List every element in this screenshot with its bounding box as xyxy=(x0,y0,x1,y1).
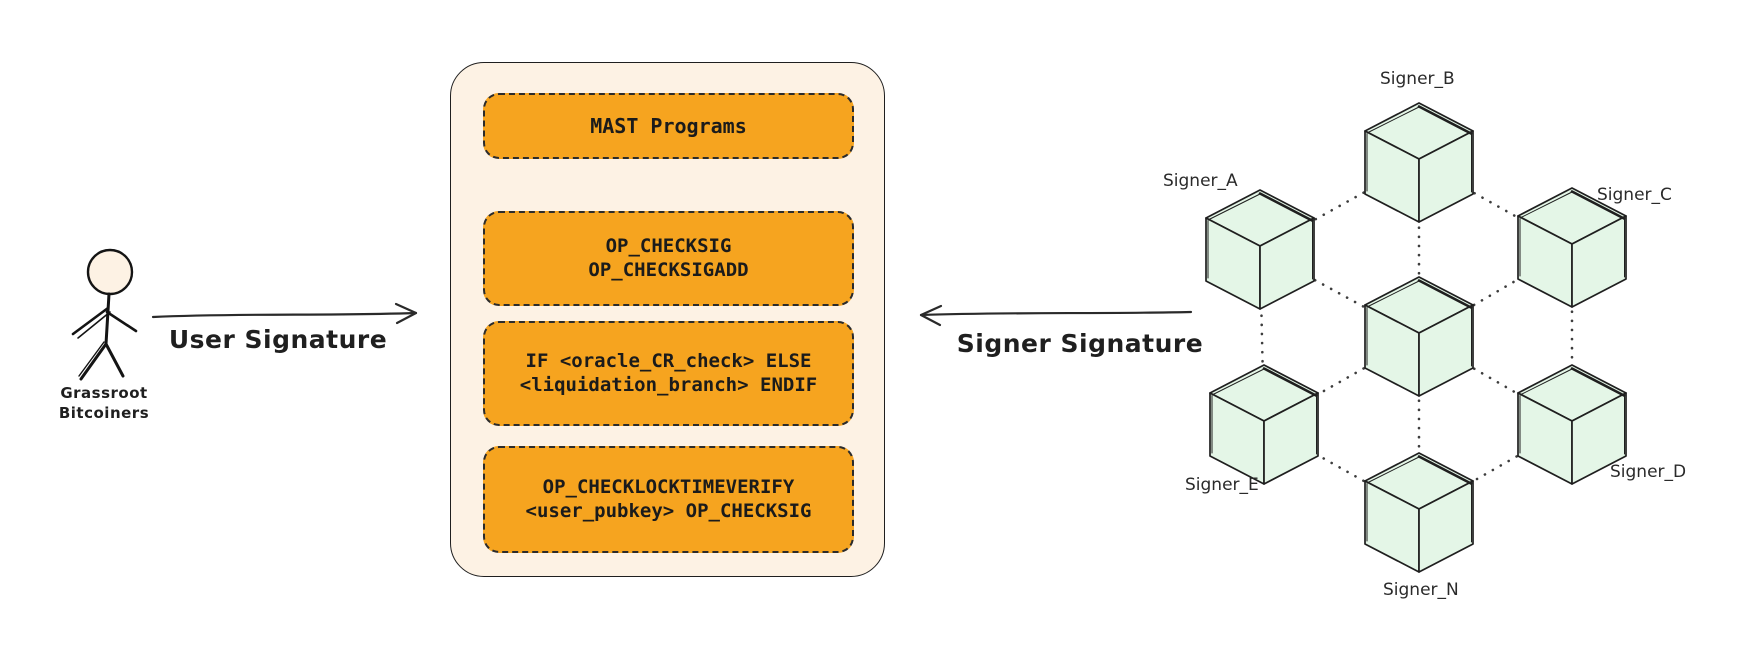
timelock-label: OP_CHECKLOCKTIMEVERIFY <user_pubkey> OP_… xyxy=(525,476,812,522)
checksig-box: OP_CHECKSIG OP_CHECKSIGADD xyxy=(483,211,854,306)
signer-d-label: Signer_D xyxy=(1610,462,1687,482)
user-signature-label: User Signature xyxy=(168,325,388,354)
signer-b-label: Signer_B xyxy=(1380,69,1455,89)
signer-cube-n xyxy=(1363,451,1475,574)
signer-signature-arrow xyxy=(919,304,1193,327)
signer-cube-e xyxy=(1208,363,1320,486)
oracle-branch-box: IF <oracle_CR_check> ELSE <liquidation_b… xyxy=(483,321,854,426)
signer-signature-label: Signer Signature xyxy=(956,329,1204,358)
signer-a-label: Signer_A xyxy=(1163,171,1238,191)
stick-figure xyxy=(71,248,138,381)
actor-label: Grassroot Bitcoiners xyxy=(58,384,150,423)
oracle-branch-label: IF <oracle_CR_check> ELSE <liquidation_b… xyxy=(519,350,818,396)
mast-programs-label: MAST Programs xyxy=(590,113,747,138)
checksig-label: OP_CHECKSIG OP_CHECKSIGADD xyxy=(588,235,749,281)
timelock-box: OP_CHECKLOCKTIMEVERIFY <user_pubkey> OP_… xyxy=(483,446,854,553)
mast-programs-box: MAST Programs xyxy=(483,93,854,159)
signer-c-label: Signer_C xyxy=(1597,185,1672,205)
mast-script-container: MAST Programs OP_CHECKSIG OP_CHECKSIGADD… xyxy=(450,62,885,577)
user-signature-arrow xyxy=(151,302,418,325)
signer-e-label: Signer_E xyxy=(1185,475,1259,495)
center-cube xyxy=(1363,275,1475,398)
signer-n-label: Signer_N xyxy=(1383,580,1459,600)
signer-cube-c xyxy=(1516,186,1628,309)
stick-figure-head xyxy=(86,248,134,296)
signer-cube-b xyxy=(1363,101,1475,224)
signer-cube-a xyxy=(1204,188,1316,311)
